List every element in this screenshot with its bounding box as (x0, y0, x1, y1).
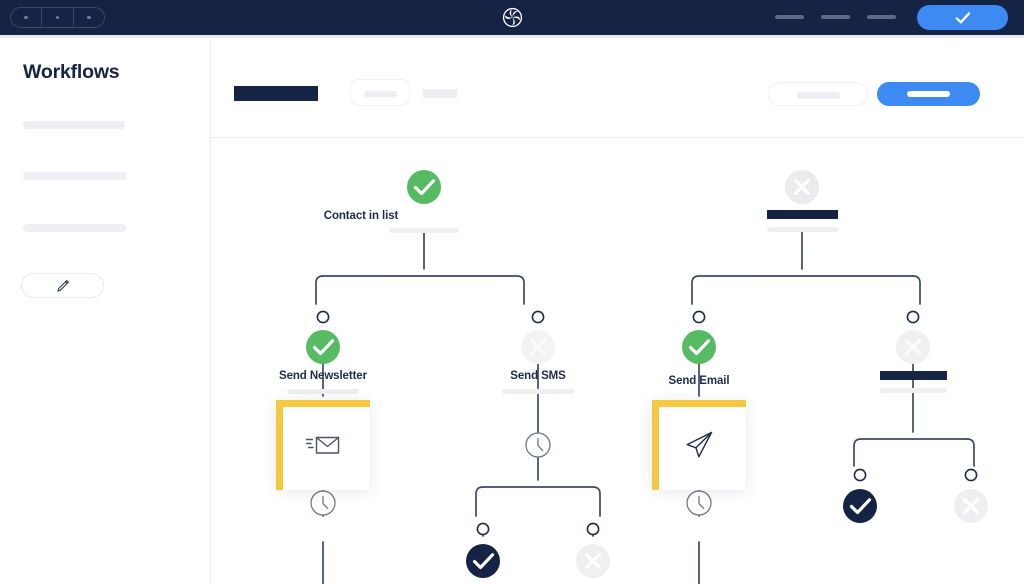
delay-nodes[interactable] (211, 138, 1024, 584)
toolbar-title-placeholder (234, 86, 318, 101)
toolbar-filter-chip[interactable] (350, 79, 410, 106)
node-label-contact-in-list: Contact in list (323, 210, 399, 222)
dot-icon (87, 15, 91, 20)
node-label-send-email: Send Email (668, 375, 730, 387)
envelope-send-icon (305, 432, 341, 463)
status-check-circle-leaf-sms-yes (466, 544, 500, 578)
connector-dot (692, 310, 706, 324)
clock-icon-delay-newsletter (310, 490, 336, 516)
window-segment-back[interactable] (11, 8, 43, 27)
status-check-circle-leaf-right-yes (843, 489, 877, 523)
toolbar-secondary-label[interactable] (423, 89, 457, 98)
clock-icon-delay-sms (525, 432, 551, 458)
paper-plane-icon (684, 430, 714, 465)
chip-label-placeholder (364, 91, 397, 97)
card-accent-top (276, 400, 370, 407)
titlebar-confirm-button[interactable] (917, 5, 1008, 30)
card-accent-top (652, 400, 746, 407)
email-card[interactable] (652, 400, 746, 490)
sidebar-item-1[interactable] (23, 121, 125, 129)
status-x-circle-branch-right-2 (896, 330, 930, 364)
page-title: Workflows (23, 61, 120, 83)
node-bar-send-sms (502, 389, 574, 394)
pinwheel-logo-icon (502, 7, 523, 28)
content-toolbar (211, 38, 1024, 138)
status-x-circle-root-right (785, 170, 819, 204)
node-dark-bar-root-right (767, 210, 838, 219)
connector-dot (316, 310, 330, 324)
connector-dot (586, 522, 600, 536)
search-input[interactable] (768, 82, 868, 106)
sidebar-item-3[interactable] (23, 224, 126, 232)
node-bar-branch-right-2 (880, 388, 947, 393)
titlebar-nav-item-1[interactable] (775, 15, 804, 19)
sidebar-item-2[interactable] (23, 172, 126, 180)
primary-button-label-placeholder (907, 91, 950, 97)
window-segmented-control[interactable] (10, 7, 105, 28)
node-label-send-sms: Send SMS (510, 370, 566, 382)
connector-dots (316, 310, 978, 536)
titlebar-divider (0, 35, 1024, 38)
search-placeholder-bar (797, 92, 840, 99)
status-x-circle-send-sms (521, 330, 555, 364)
dot-icon (55, 15, 60, 20)
card-accent-left (652, 400, 659, 490)
title-bar (0, 0, 1024, 35)
connector-dot (906, 310, 920, 324)
clock-icon-delay-email (686, 490, 712, 516)
node-bar-send-newsletter (287, 389, 359, 394)
check-icon (955, 11, 970, 23)
connector-dot (853, 468, 867, 482)
dot-icon (24, 15, 28, 20)
node-dark-bar-branch-right-2 (880, 371, 947, 380)
status-check-circle-contact-in-list (407, 170, 441, 204)
card-accent-left (276, 400, 283, 490)
sidebar-edit-button[interactable] (21, 273, 104, 298)
titlebar-nav-item-2[interactable] (821, 15, 850, 19)
sidebar: Workflows (0, 38, 211, 584)
workflow-canvas[interactable]: Contact in list Send Newsletter Send SMS… (211, 138, 1024, 584)
node-bar-root-right (767, 227, 838, 232)
titlebar-nav-item-3[interactable] (867, 15, 896, 19)
status-x-circle-leaf-right-no (954, 489, 988, 523)
toolbar-primary-button[interactable] (877, 82, 980, 106)
node-bar-contact-in-list (389, 228, 459, 233)
status-icons[interactable] (211, 138, 1024, 584)
connector-dot (964, 468, 978, 482)
pencil-icon (56, 279, 69, 292)
window-segment-forward[interactable] (74, 8, 104, 27)
window-segment-center[interactable] (42, 8, 74, 27)
connector-dot (476, 522, 490, 536)
newsletter-card[interactable] (276, 400, 370, 490)
node-label-send-newsletter: Send Newsletter (279, 370, 367, 382)
status-check-circle-send-newsletter (306, 330, 340, 364)
connector-dot (531, 310, 545, 324)
status-check-circle-send-email (682, 330, 716, 364)
status-x-circle-leaf-sms-no (576, 544, 610, 578)
